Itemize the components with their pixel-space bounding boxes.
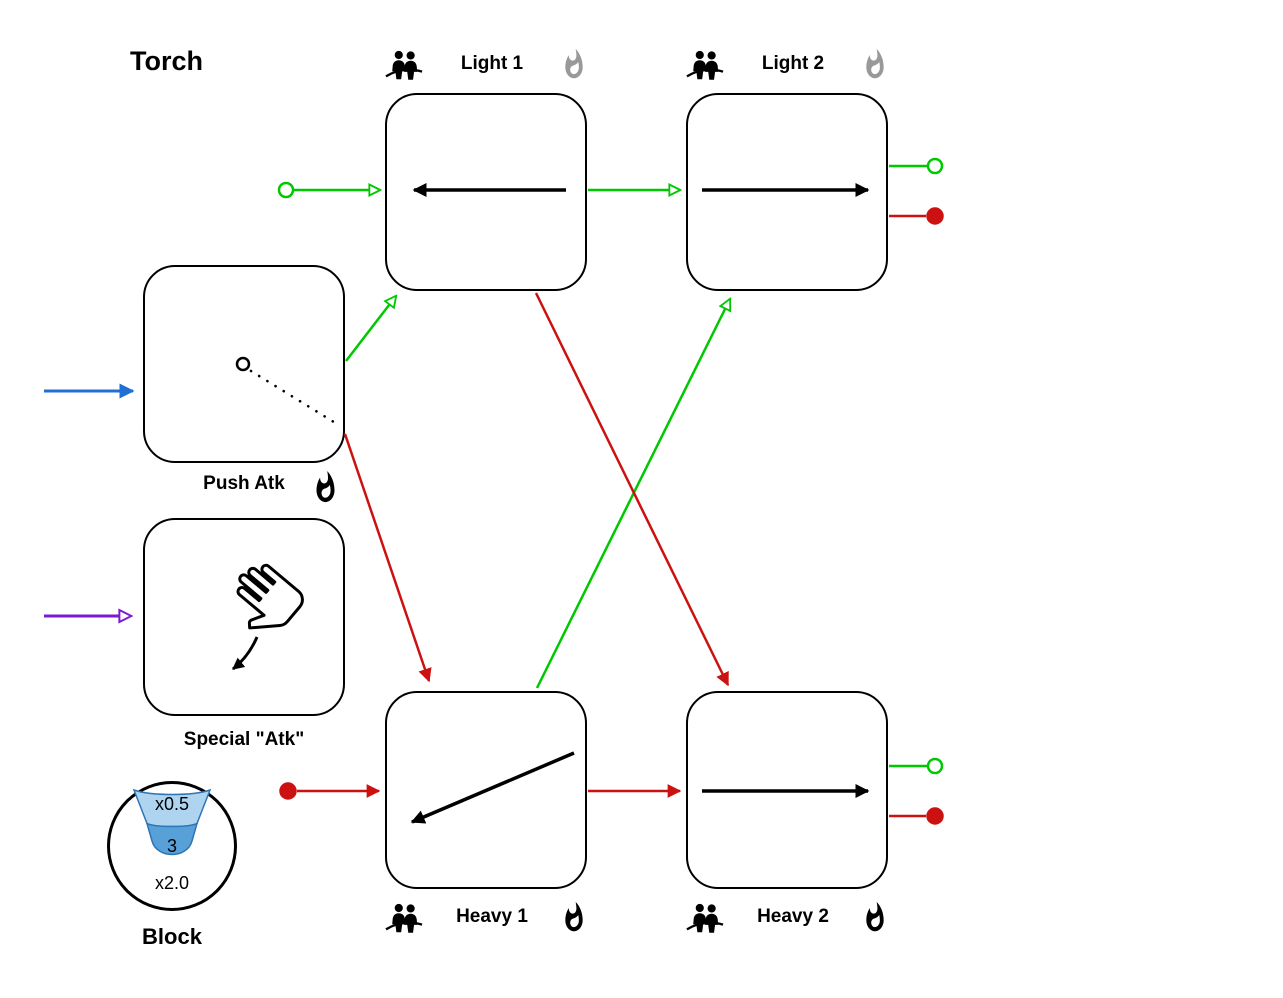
people-icon [385, 903, 423, 933]
heavy2-label: Heavy 2 [757, 906, 829, 927]
diagram-title: Torch [130, 46, 203, 76]
block-bottom-multiplier: x2.0 [154, 873, 190, 893]
edge-heavy1-to-light2 [535, 299, 732, 689]
flame-icon [866, 48, 884, 78]
push-atk-label-wrap: Push Atk [143, 473, 345, 495]
flame-icon [866, 901, 884, 931]
node-heavy1-box [385, 691, 587, 889]
people-icon [686, 903, 724, 933]
block-shield-bottom [145, 822, 199, 856]
heavy1-label-row: Heavy 1 [385, 899, 587, 935]
edge-push-to-light1 [345, 296, 396, 362]
light2-label-row: Light 2 [686, 46, 888, 82]
green-start-circle [277, 181, 295, 199]
block-icon [107, 781, 237, 911]
node-light2-box [686, 93, 888, 291]
light2-label: Light 2 [761, 53, 825, 74]
special-atk-label-wrap: Special "Atk" [143, 729, 345, 751]
heavy1-label: Heavy 1 [456, 906, 528, 927]
block-value: 3 [166, 836, 177, 856]
edge-light1-to-heavy2 [534, 292, 730, 687]
people-icon [686, 50, 724, 80]
light1-label-row: Light 1 [385, 46, 587, 82]
node-heavy2-box [686, 691, 888, 889]
light2-red-out-dot [926, 207, 944, 225]
people-icon [385, 50, 423, 80]
flame-icon [316, 470, 335, 503]
flame-icon [565, 901, 583, 931]
block-label: Block [142, 924, 202, 949]
light2-green-out-circle [926, 157, 944, 175]
special-atk-label: Special "Atk" [183, 729, 305, 750]
heavy2-red-out-dot [926, 807, 944, 825]
node-light1-box [385, 93, 587, 291]
heavy2-label-row: Heavy 2 [686, 899, 888, 935]
flame-icon [565, 48, 583, 78]
node-push-atk-box [143, 265, 345, 463]
red-start-dot [279, 782, 297, 800]
node-special-atk-box [143, 518, 345, 716]
block-top-multiplier: x0.5 [154, 794, 190, 814]
light1-label: Light 1 [460, 53, 524, 74]
heavy2-green-out-circle [926, 757, 944, 775]
push-atk-label: Push Atk [203, 473, 285, 494]
edge-push-to-heavy1 [343, 433, 432, 683]
